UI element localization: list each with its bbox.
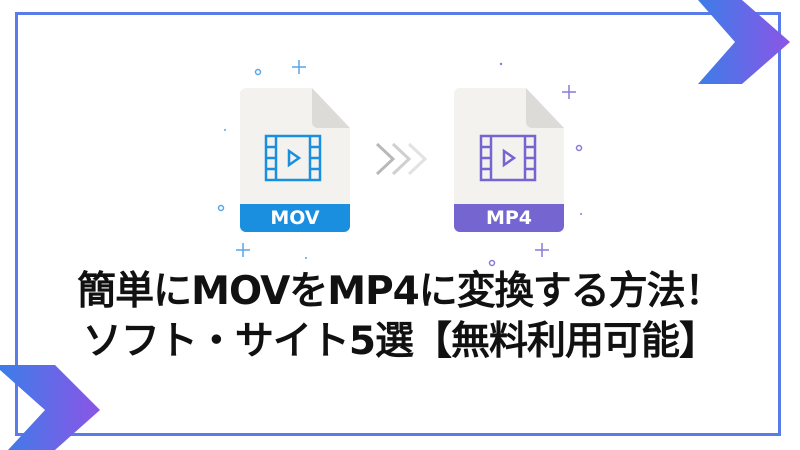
mp4-file-icon	[454, 88, 564, 232]
headline-line-2: ソフト・サイト5選【無料利用可能】	[82, 319, 718, 364]
headline-line-1: 簡単にMOVをMP4に変換する方法！	[77, 269, 724, 314]
chevron-bottom-left-icon	[0, 365, 100, 450]
decorative-frame	[15, 12, 781, 436]
sparkle-decorations	[217, 60, 583, 267]
arrow-chevrons-icon	[375, 142, 428, 176]
conversion-illustration	[217, 60, 583, 267]
mov-file-icon	[240, 88, 350, 232]
mp4-label: MP4	[485, 207, 533, 229]
mov-label: MOV	[270, 207, 320, 229]
chevron-top-right-icon	[698, 0, 790, 84]
